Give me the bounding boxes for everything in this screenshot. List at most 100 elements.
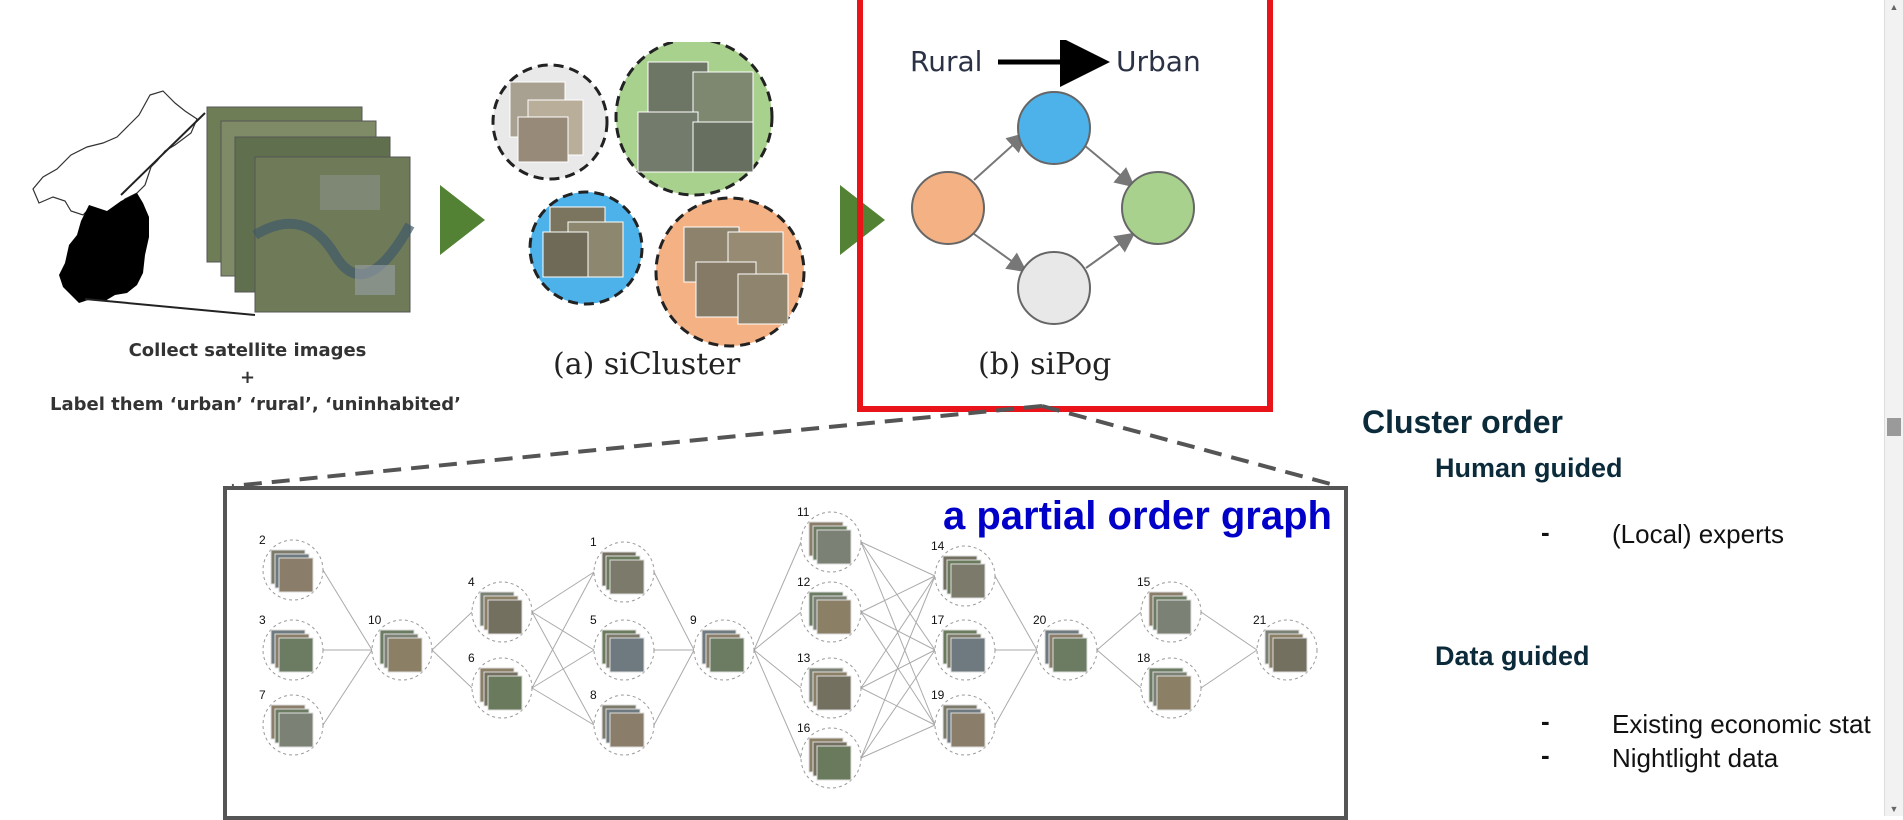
pog-node-orange (911, 171, 985, 245)
graph-edge (1200, 611, 1258, 651)
graph-node-label: 5 (590, 613, 597, 627)
graph-edge (653, 649, 695, 726)
graph-edge (860, 687, 936, 726)
rural-label: Rural (910, 45, 983, 78)
graph-edge (860, 541, 936, 651)
graph-node-label: 10 (368, 613, 382, 627)
graph-node-label: 9 (690, 613, 697, 627)
graph-node-label: 16 (797, 721, 811, 735)
arrow-right-icon (440, 185, 485, 255)
urban-label: Urban (1116, 45, 1201, 78)
economic-stat-item: Existing economic stat (1612, 709, 1871, 739)
pog-node-green (1121, 171, 1195, 245)
graph-edge (322, 649, 373, 726)
graph-node-label: 20 (1033, 613, 1047, 627)
graph-node-label: 6 (468, 651, 475, 665)
graph-node: 9 (690, 613, 755, 681)
graph-node: 16 (797, 721, 862, 789)
graph-edge (322, 569, 373, 651)
bullet-dash: - (1541, 706, 1550, 736)
graph-node: 21 (1253, 613, 1318, 681)
graph-edge (994, 649, 1038, 726)
cluster-order-title: Cluster order (1362, 404, 1563, 440)
pog-node-gray (1017, 251, 1091, 325)
graph-node: 18 (1137, 651, 1202, 719)
graph-edge (653, 571, 695, 651)
graph-edge (1096, 649, 1142, 689)
partial-order-title: a partial order graph (943, 494, 1332, 538)
graph-edge (531, 571, 595, 613)
graph-node-label: 3 (259, 613, 266, 627)
graph-node-label: 17 (931, 613, 945, 627)
graph-edge (531, 687, 595, 726)
data-guided-heading: Data guided (1435, 641, 1590, 671)
graph-node-label: 13 (797, 651, 811, 665)
bullet-dash: - (1541, 740, 1550, 770)
graph-edge (860, 611, 936, 651)
si-pog-caption: (b) siPog (978, 347, 1112, 382)
graph-edge (531, 649, 595, 689)
graph-node: 12 (797, 575, 862, 643)
graph-edge (860, 541, 936, 577)
si-cluster-illustration (491, 42, 806, 348)
graph-node-label: 8 (590, 688, 597, 702)
graph-edge (860, 649, 936, 689)
graph-node: 14 (931, 539, 996, 607)
graph-edge (1200, 649, 1258, 689)
vertical-scrollbar[interactable]: ▲ ▼ (1884, 0, 1903, 816)
graph-edge (431, 611, 473, 651)
human-guided-heading: Human guided (1435, 453, 1623, 483)
graph-node: 4 (468, 575, 533, 643)
graph-node: 8 (590, 688, 655, 756)
pog-node-blue (1017, 91, 1091, 165)
graph-node-label: 2 (259, 533, 266, 547)
collect-images-caption: Collect satellite images + Label them ‘u… (50, 337, 461, 418)
graph-node-label: 12 (797, 575, 811, 589)
graph-node: 5 (590, 613, 655, 681)
graph-node-label: 18 (1137, 651, 1151, 665)
graph-node-label: 21 (1253, 613, 1267, 627)
graph-edge (860, 541, 936, 726)
caption-line-2: + (239, 367, 256, 388)
graph-edge (860, 575, 936, 759)
scroll-down-arrow-icon[interactable]: ▼ (1889, 804, 1899, 814)
korea-map-illustration (32, 90, 415, 316)
graph-node: 20 (1033, 613, 1098, 681)
bullet-dash: - (1541, 517, 1550, 547)
local-experts-item: (Local) experts (1612, 519, 1784, 549)
graph-node-label: 14 (931, 539, 945, 553)
graph-edge (531, 571, 595, 689)
graph-edge (753, 611, 802, 651)
scroll-thumb[interactable] (1887, 418, 1901, 436)
si-pog-graph (911, 40, 1195, 325)
graph-edge (753, 649, 802, 759)
graph-edge (753, 541, 802, 651)
graph-node: 15 (1137, 575, 1202, 643)
scroll-up-arrow-icon[interactable]: ▲ (1889, 2, 1899, 12)
graph-edge (431, 649, 473, 689)
highlight-box (857, 0, 1273, 412)
graph-edge (753, 649, 802, 689)
graph-node: 10 (368, 613, 433, 681)
graph-node: 3 (259, 613, 324, 681)
graph-edge (860, 575, 936, 613)
caption-line-1: Collect satellite images (128, 340, 367, 361)
graph-node-label: 1 (590, 535, 597, 549)
graph-edge (860, 724, 936, 759)
graph-node: 6 (468, 651, 533, 719)
graph-edge (860, 575, 936, 689)
graph-node: 11 (797, 505, 862, 573)
graph-node: 2 (259, 533, 324, 601)
graph-node: 19 (931, 688, 996, 756)
si-cluster-caption: (a) siCluster (553, 347, 741, 382)
graph-edge (994, 575, 1038, 651)
zoom-dashed-lines (231, 404, 1339, 488)
graph-node-label: 7 (259, 688, 266, 702)
graph-node-label: 15 (1137, 575, 1151, 589)
graph-node: 17 (931, 613, 996, 681)
graph-node-label: 19 (931, 688, 945, 702)
graph-edge (860, 649, 936, 759)
nightlight-item: Nightlight data (1612, 743, 1779, 773)
graph-node: 7 (259, 688, 324, 756)
